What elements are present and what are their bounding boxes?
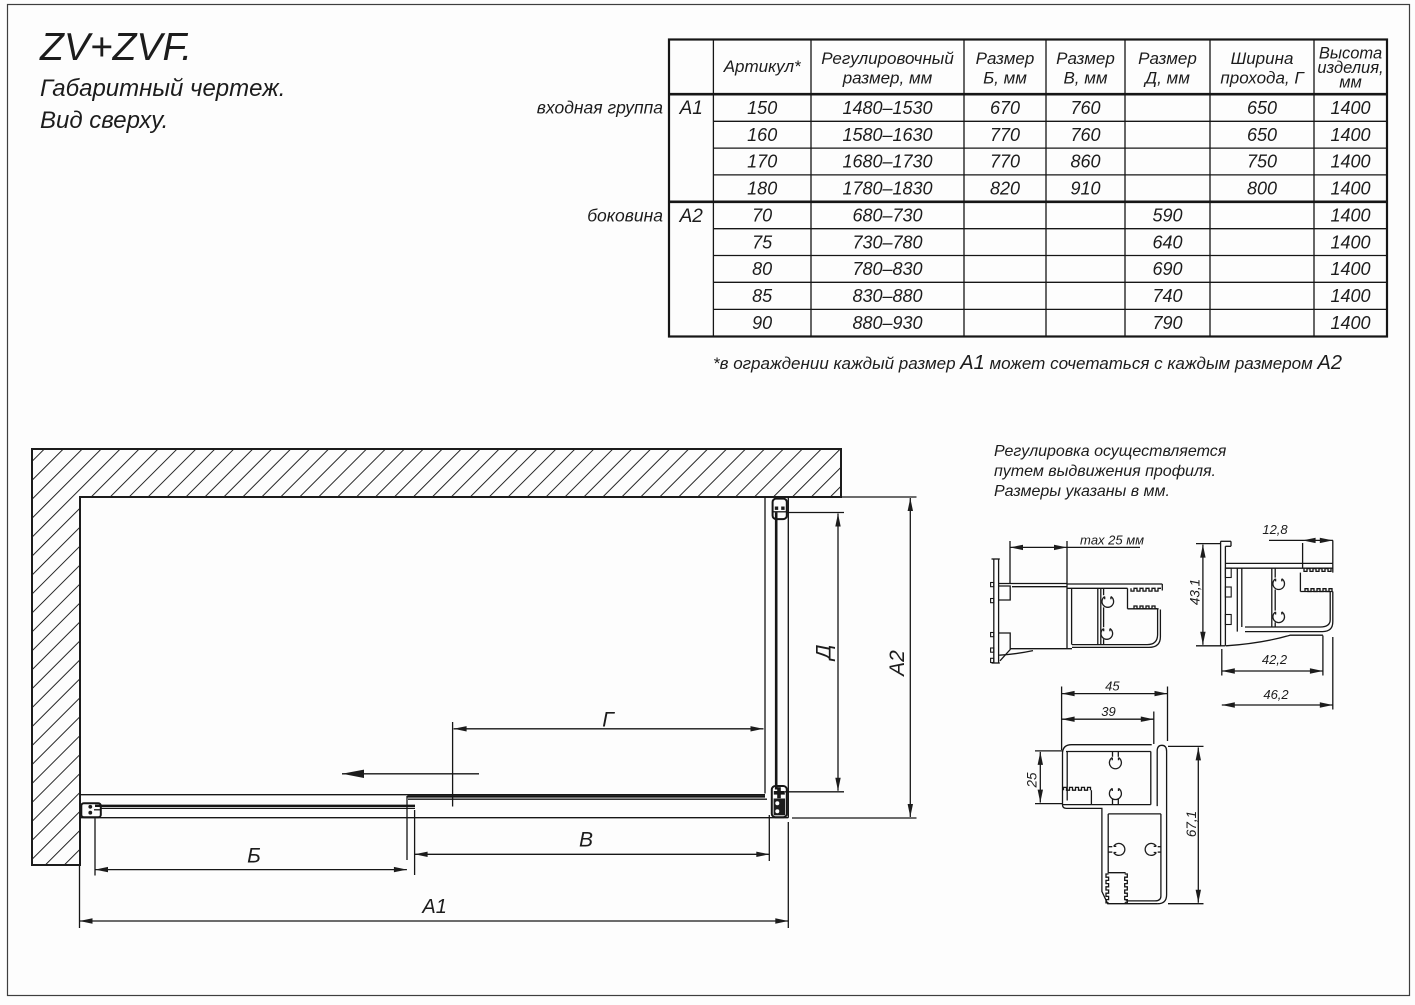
- svg-text:А1: А1: [679, 98, 703, 119]
- svg-text:860: 860: [1070, 152, 1100, 172]
- svg-text:160: 160: [747, 125, 777, 145]
- svg-text:1780–1830: 1780–1830: [842, 179, 932, 199]
- svg-text:42,2: 42,2: [1262, 652, 1288, 667]
- svg-text:650: 650: [1247, 125, 1277, 145]
- svg-text:75: 75: [752, 232, 773, 252]
- svg-text:780–830: 780–830: [852, 259, 922, 279]
- svg-text:Размер: Размер: [976, 49, 1035, 68]
- svg-text:Вид сверху.: Вид сверху.: [40, 107, 168, 134]
- svg-text:1400: 1400: [1330, 259, 1370, 279]
- svg-text:790: 790: [1152, 313, 1182, 333]
- svg-text:750: 750: [1247, 152, 1277, 172]
- svg-text:1400: 1400: [1330, 179, 1370, 199]
- svg-text:В: В: [579, 829, 593, 852]
- svg-text:входная группа: входная группа: [537, 98, 663, 118]
- svg-text:Д: Д: [813, 644, 836, 661]
- svg-text:25: 25: [1025, 772, 1040, 789]
- svg-text:770: 770: [990, 152, 1020, 172]
- svg-text:ZV+ZVF.: ZV+ZVF.: [39, 26, 192, 69]
- svg-text:прохода, Г: прохода, Г: [1220, 69, 1305, 88]
- svg-text:Габаритный чертеж.: Габаритный чертеж.: [40, 75, 285, 102]
- svg-text:1400: 1400: [1330, 286, 1370, 306]
- svg-text:820: 820: [990, 179, 1020, 199]
- svg-text:760: 760: [1070, 98, 1100, 118]
- svg-text:1400: 1400: [1330, 125, 1370, 145]
- svg-text:1580–1630: 1580–1630: [842, 125, 932, 145]
- svg-text:Б: Б: [247, 844, 261, 867]
- svg-text:730–780: 730–780: [852, 232, 922, 252]
- svg-text:В, мм: В, мм: [1063, 69, 1107, 88]
- svg-text:*в ограждении каждый размер А1: *в ограждении каждый размер А1 может соч…: [713, 352, 1342, 374]
- svg-text:770: 770: [990, 125, 1020, 145]
- svg-text:мм: мм: [1339, 74, 1362, 92]
- svg-text:760: 760: [1070, 125, 1100, 145]
- svg-text:1480–1530: 1480–1530: [842, 98, 932, 118]
- svg-text:Размер: Размер: [1138, 49, 1197, 68]
- svg-text:1400: 1400: [1330, 98, 1370, 118]
- svg-text:180: 180: [747, 179, 777, 199]
- svg-text:1680–1730: 1680–1730: [842, 152, 932, 172]
- svg-text:Артикул*: Артикул*: [723, 57, 802, 76]
- svg-text:910: 910: [1070, 179, 1100, 199]
- svg-text:Размеры указаны в мм.: Размеры указаны в мм.: [994, 483, 1170, 500]
- svg-text:46,2: 46,2: [1263, 687, 1289, 702]
- svg-text:90: 90: [752, 313, 772, 333]
- svg-text:max 25 мм: max 25 мм: [1080, 533, 1144, 548]
- svg-text:640: 640: [1152, 232, 1182, 252]
- svg-text:1400: 1400: [1330, 232, 1370, 252]
- svg-text:размер, мм: размер, мм: [842, 69, 933, 88]
- svg-text:А2: А2: [886, 650, 909, 678]
- svg-text:67,1: 67,1: [1184, 811, 1199, 837]
- svg-text:680–730: 680–730: [852, 205, 922, 225]
- svg-text:боковина: боковина: [587, 206, 663, 226]
- svg-text:45: 45: [1105, 678, 1120, 693]
- svg-text:Размер: Размер: [1056, 49, 1115, 68]
- svg-text:12,8: 12,8: [1262, 522, 1288, 537]
- svg-text:150: 150: [747, 98, 777, 118]
- svg-text:690: 690: [1152, 259, 1182, 279]
- svg-text:70: 70: [752, 205, 772, 225]
- svg-text:Ширина: Ширина: [1231, 49, 1294, 68]
- svg-text:830–880: 830–880: [852, 286, 922, 306]
- svg-text:670: 670: [990, 98, 1020, 118]
- svg-text:1400: 1400: [1330, 205, 1370, 225]
- svg-text:880–930: 880–930: [852, 313, 922, 333]
- svg-text:650: 650: [1247, 98, 1277, 118]
- svg-text:Б, мм: Б, мм: [983, 69, 1027, 88]
- svg-text:А1: А1: [421, 896, 446, 918]
- svg-text:80: 80: [752, 259, 772, 279]
- svg-text:Регулировочный: Регулировочный: [821, 49, 954, 68]
- svg-text:39: 39: [1101, 704, 1115, 719]
- svg-text:изделия,: изделия,: [1317, 59, 1383, 77]
- svg-text:Д, мм: Д, мм: [1143, 69, 1190, 88]
- svg-text:590: 590: [1152, 205, 1182, 225]
- svg-text:Регулировка осуществляется: Регулировка осуществляется: [994, 443, 1227, 460]
- svg-text:Г: Г: [602, 708, 615, 731]
- svg-text:43,1: 43,1: [1188, 579, 1203, 605]
- svg-text:А2: А2: [679, 206, 704, 227]
- svg-text:170: 170: [747, 152, 777, 172]
- svg-text:Высота: Высота: [1319, 45, 1382, 63]
- svg-text:740: 740: [1152, 286, 1182, 306]
- svg-text:85: 85: [752, 286, 773, 306]
- svg-text:1400: 1400: [1330, 152, 1370, 172]
- svg-text:путем выдвижения профиля.: путем выдвижения профиля.: [994, 463, 1216, 480]
- svg-text:800: 800: [1247, 179, 1277, 199]
- svg-text:1400: 1400: [1330, 313, 1370, 333]
